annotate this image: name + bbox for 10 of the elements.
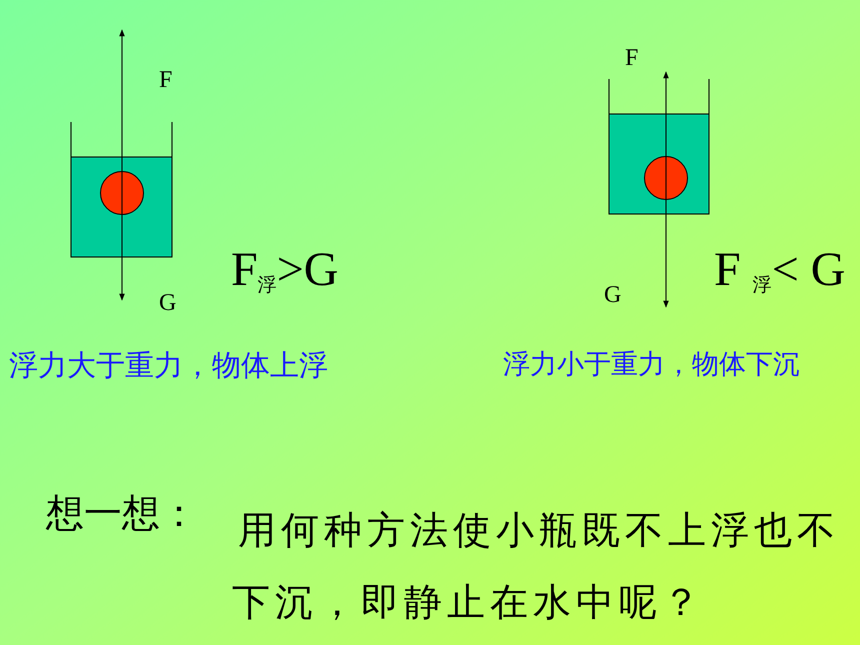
- force-label: F: [625, 46, 638, 70]
- force-label: G: [604, 283, 622, 307]
- force-label: G: [159, 291, 176, 315]
- formula: F$_{浮}$>G: [231, 246, 338, 295]
- formula: F $_{浮}$< G: [714, 246, 846, 295]
- prompt-heading: 想一想：: [46, 495, 198, 533]
- caption-text: 浮力大于重力，物体上浮: [9, 352, 328, 381]
- question-text: 用何种方法使小瓶既不上浮也不下沉，即静止在水中呢？: [232, 509, 841, 626]
- caption-text: 浮力小于重力，物体下沉: [503, 351, 800, 378]
- force-label: F: [159, 68, 172, 92]
